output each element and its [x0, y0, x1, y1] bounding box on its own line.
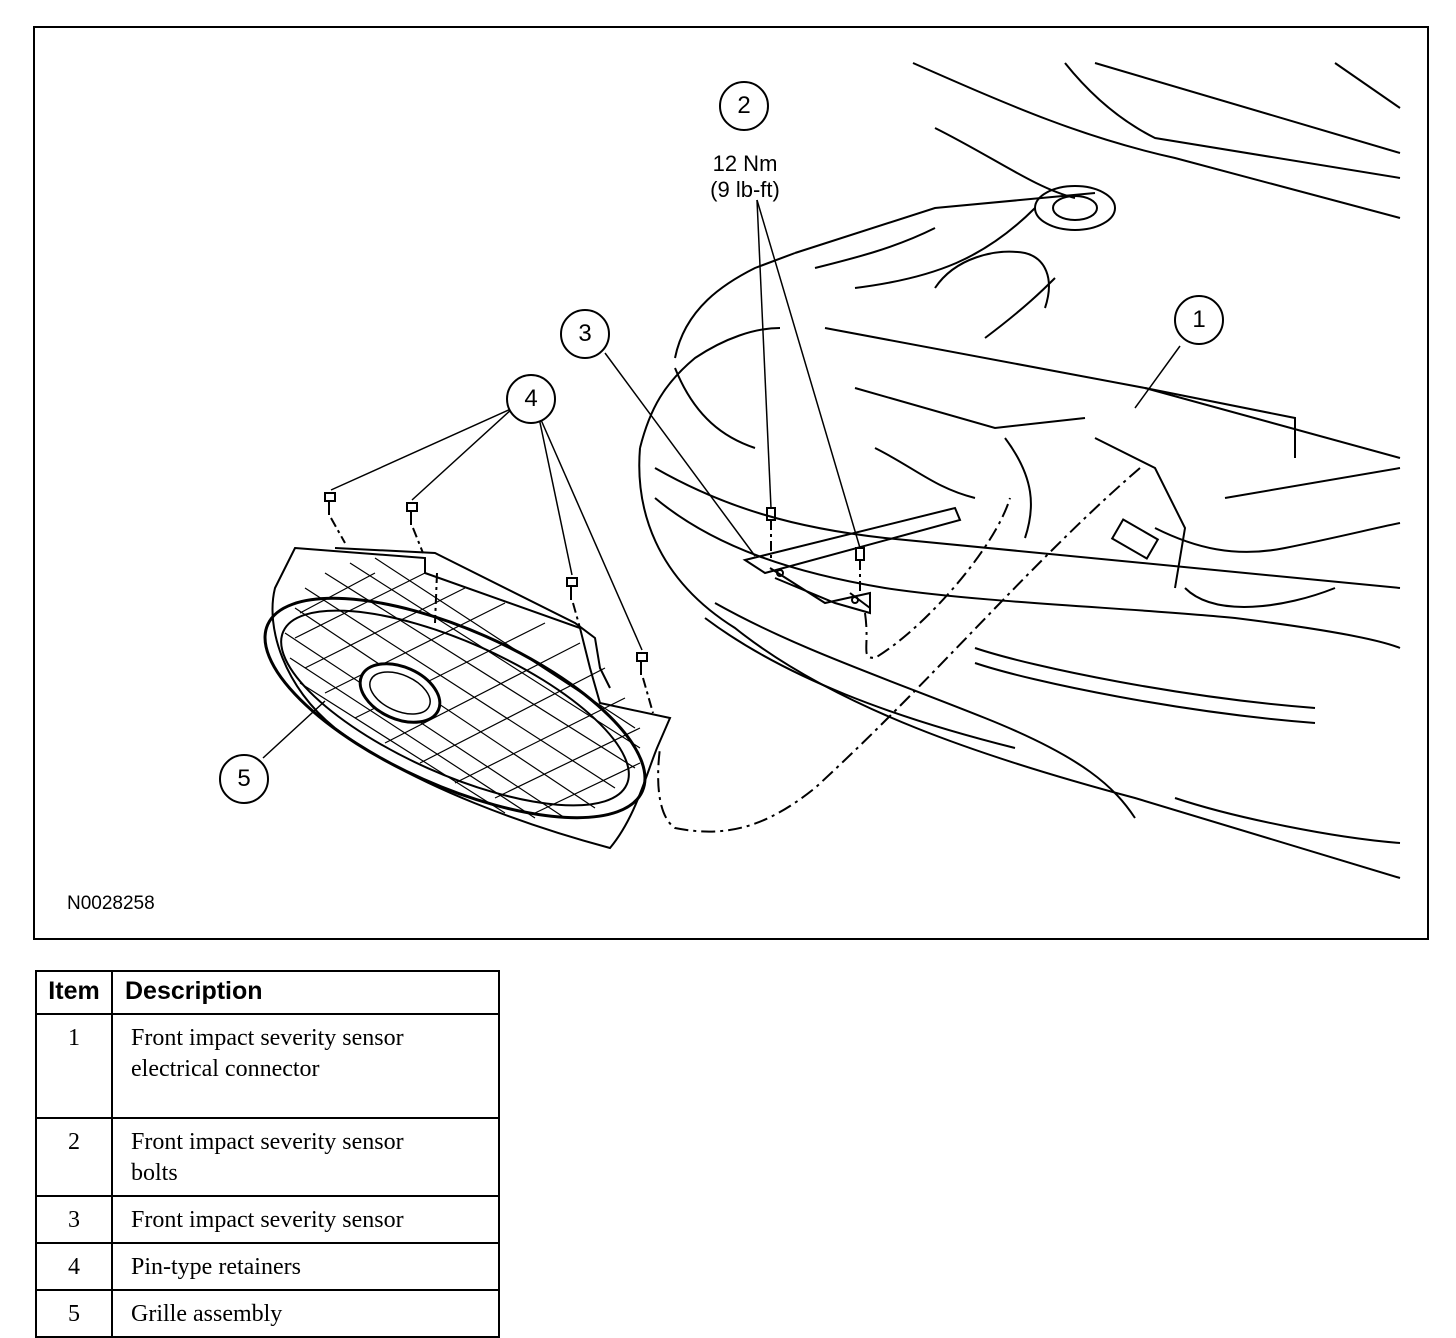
legend-description: Front impact severity sensor bolts	[111, 1117, 500, 1197]
grille-panel	[271, 546, 672, 850]
connector-route	[657, 467, 1141, 833]
bumper-fascia	[638, 447, 1401, 879]
leader-lines	[262, 199, 1181, 759]
description-column-header: Description	[111, 970, 500, 1015]
callout-5: 5	[219, 754, 269, 804]
item-column-header: Item	[35, 970, 113, 1015]
legend-description: Front impact severity sensor electrical …	[111, 1013, 500, 1119]
callout-4: 4	[506, 374, 556, 424]
grille-assembly	[263, 557, 647, 820]
ford-emblem	[358, 662, 442, 724]
legend-description: Grille assembly	[111, 1289, 500, 1338]
legend-item-number: 2	[35, 1117, 113, 1197]
sensor-bracket	[742, 506, 962, 615]
legend-table: Item Description 1 Front impact severity…	[35, 970, 500, 1338]
legend-item-number: 1	[35, 1013, 113, 1119]
fender-headlamp	[639, 192, 1096, 449]
callout-1: 1	[1174, 295, 1224, 345]
figure-id: N0028258	[67, 893, 155, 914]
legend-item-number: 4	[35, 1242, 113, 1291]
engine-compartment	[814, 185, 1401, 608]
description-line: electrical connector	[131, 1056, 320, 1082]
callout-2: 2	[719, 81, 769, 131]
pin-retainers	[324, 492, 654, 714]
legend-row: 1 Front impact severity sensor electrica…	[35, 1013, 500, 1119]
legend-item-number: 5	[35, 1289, 113, 1338]
diagram-frame: 2 12 Nm (9 lb-ft) 3 4 1 5 N0028258	[33, 26, 1429, 940]
torque-imperial: (9 lb-ft)	[710, 177, 780, 202]
legend-row: 2 Front impact severity sensor bolts	[35, 1117, 500, 1197]
hood-outline	[912, 62, 1401, 219]
description-line: Grille assembly	[131, 1301, 283, 1327]
grille-mesh	[284, 557, 641, 819]
description-line: Front impact severity sensor	[131, 1207, 404, 1233]
description-line: Pin-type retainers	[131, 1254, 301, 1280]
legend-header-row: Item Description	[35, 970, 500, 1015]
callout-3: 3	[560, 309, 610, 359]
description-line: Front impact severity sensor	[131, 1025, 404, 1051]
legend-description: Front impact severity sensor	[111, 1195, 500, 1244]
legend-row: 4 Pin-type retainers	[35, 1242, 500, 1291]
torque-spec: 12 Nm (9 lb-ft)	[685, 151, 805, 203]
legend-row: 3 Front impact severity sensor	[35, 1195, 500, 1244]
legend-row: 5 Grille assembly	[35, 1289, 500, 1338]
vehicle-illustration	[262, 62, 1401, 879]
description-line: Front impact severity sensor	[131, 1129, 404, 1155]
legend-description: Pin-type retainers	[111, 1242, 500, 1291]
legend-item-number: 3	[35, 1195, 113, 1244]
description-line: bolts	[131, 1160, 178, 1186]
torque-metric: 12 Nm	[712, 151, 778, 176]
sensor-bolts	[766, 507, 865, 593]
